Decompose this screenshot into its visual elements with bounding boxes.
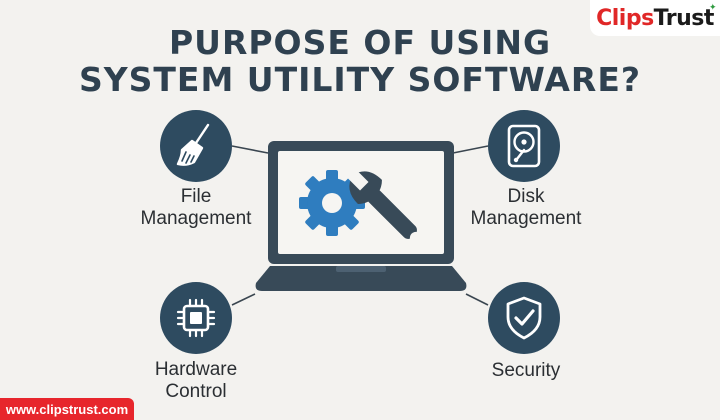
file-management-label-line1: File bbox=[180, 186, 212, 207]
brand-logo-part1: Clips bbox=[596, 5, 654, 31]
file-management-label-line2: Management bbox=[140, 208, 252, 229]
page-title-line1: PURPOSE OF USING bbox=[168, 23, 552, 62]
laptop-gear-wrench-icon bbox=[255, 141, 467, 291]
leaf-icon: ✦ bbox=[708, 3, 717, 13]
disk-management-label-line2: Management bbox=[470, 208, 582, 229]
security-label: Security bbox=[456, 360, 596, 382]
chip-icon bbox=[176, 298, 216, 338]
file-management-circle bbox=[160, 110, 232, 182]
broom-icon bbox=[176, 123, 210, 166]
hardware-control-label-line1: Hardware bbox=[154, 359, 238, 380]
hard-disk-icon bbox=[507, 124, 541, 168]
security-circle bbox=[488, 282, 560, 354]
website-url: www.clipstrust.com bbox=[0, 398, 134, 420]
shield-check-icon bbox=[506, 296, 542, 340]
hardware-control-label-line2: Control bbox=[165, 381, 227, 402]
disk-management-label: Disk Management bbox=[456, 186, 596, 230]
hardware-control-label: Hardware Control bbox=[126, 359, 266, 403]
hardware-control-circle bbox=[160, 282, 232, 354]
disk-management-circle bbox=[488, 110, 560, 182]
file-management-label: File Management bbox=[126, 186, 266, 230]
page-title-line2: SYSTEM UTILITY SOFTWARE? bbox=[78, 60, 642, 99]
disk-management-label-line1: Disk bbox=[507, 186, 545, 207]
security-label-line1: Security bbox=[491, 360, 561, 381]
brand-logo-part2: Trust bbox=[653, 5, 715, 31]
